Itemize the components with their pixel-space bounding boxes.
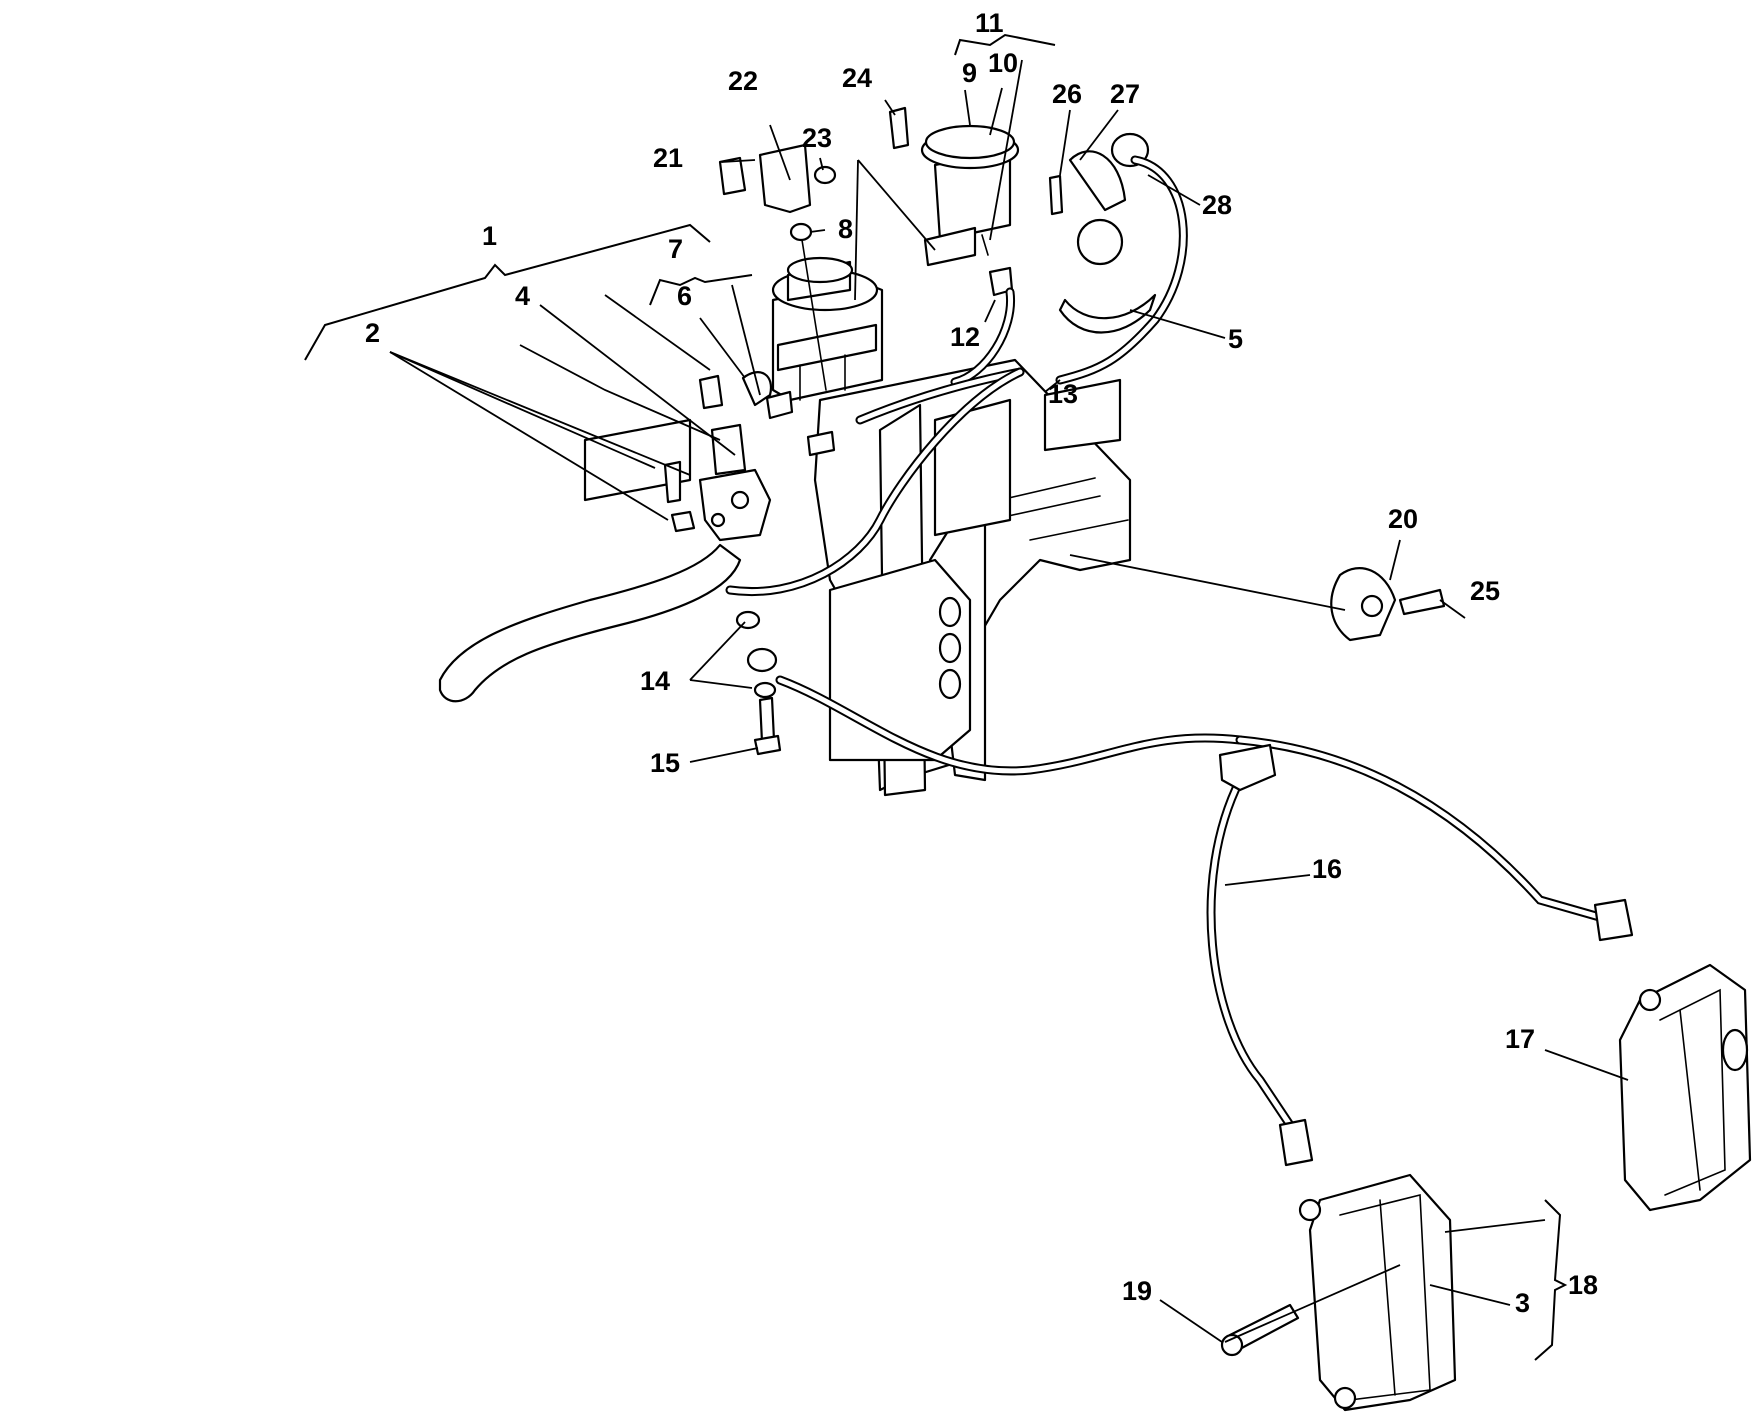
- callout-3: 3: [1515, 1288, 1530, 1318]
- callout-11: 11: [975, 8, 1004, 38]
- master-cylinder: [771, 256, 884, 402]
- brake-lever: [438, 423, 772, 703]
- callout-7: 7: [668, 234, 683, 264]
- callout-25: 25: [1470, 576, 1500, 606]
- callout-20: 20: [1388, 504, 1418, 534]
- leader-lines: [304, 33, 1629, 1361]
- callout-17: 17: [1505, 1024, 1535, 1054]
- callout-4: 4: [515, 281, 530, 311]
- caliper-right: [1618, 963, 1752, 1212]
- callout-23: 23: [802, 123, 832, 153]
- callout-14: 14: [640, 666, 670, 696]
- callout-22: 22: [728, 66, 758, 96]
- callout-1: 1: [482, 221, 497, 251]
- callout-28: 28: [1202, 190, 1232, 220]
- hoses: [725, 155, 1634, 1167]
- callout-15: 15: [650, 748, 680, 778]
- callout-2: 2: [365, 318, 380, 348]
- callout-5: 5: [1228, 324, 1243, 354]
- callout-6: 6: [677, 281, 692, 311]
- callout-12: 12: [950, 322, 980, 352]
- callout-18: 18: [1568, 1270, 1598, 1300]
- callout-21: 21: [653, 143, 683, 173]
- callout-16: 16: [1312, 854, 1342, 884]
- callout-10: 10: [988, 48, 1018, 78]
- caliper-left: [1220, 1173, 1457, 1412]
- callout-9: 9: [962, 58, 977, 88]
- lever-pivot-parts: [663, 371, 836, 533]
- callout-26: 26: [1052, 79, 1082, 109]
- callout-8: 8: [838, 214, 853, 244]
- callout-19: 19: [1122, 1276, 1152, 1306]
- callout-27: 27: [1110, 79, 1140, 109]
- callout-13: 13: [1048, 379, 1078, 409]
- brake-light-switch: [718, 106, 910, 391]
- callout-24: 24: [842, 63, 872, 93]
- fluid-reservoir: [920, 124, 1020, 297]
- callout-labels: 1 2 3 4 5 6 7 8 9 10 11 12 13 14 15 16 1…: [365, 8, 1598, 1318]
- handlebar-clamp: [1048, 132, 1157, 334]
